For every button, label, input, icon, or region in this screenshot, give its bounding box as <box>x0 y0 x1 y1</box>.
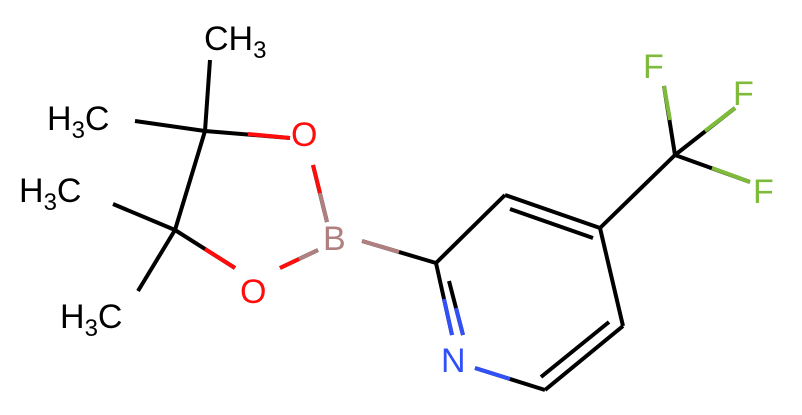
bond-tint-n-c2-a <box>442 298 454 336</box>
bond-c2-h3c-middle <box>112 202 176 232</box>
h3c-middle-label: H3C <box>19 172 81 216</box>
bond-tint-b-upper <box>318 192 329 223</box>
bond-tint-n-c6 <box>474 366 511 381</box>
fluorine-2-label: F <box>733 75 754 113</box>
bond-tint-f1 <box>662 85 672 121</box>
oxygen-lower-label: O <box>240 273 266 311</box>
ch3-top-label: CH3 <box>204 20 266 64</box>
fluorine-1-label: F <box>643 48 664 86</box>
boron-label: B <box>323 220 346 258</box>
bond-c3-c4-b <box>509 207 594 240</box>
bond-tint-o-upper <box>247 132 291 140</box>
heteroatom-bond-tints <box>203 85 751 381</box>
nitrogen-label: N <box>441 342 466 380</box>
bond-c4-c5 <box>598 227 625 327</box>
bond-tint-o-lower-b <box>279 257 300 270</box>
bond-c2-c3 <box>434 193 507 265</box>
bond-tint-f3 <box>711 166 751 184</box>
bond-tint-f2 <box>703 106 737 133</box>
bond-c1-h3c-upper <box>134 119 206 133</box>
bond-tint-o-lower <box>203 247 237 270</box>
atom-labels: CH3 H3C H3C H3C O O B N F F F <box>19 20 774 380</box>
bond-c5-c6-a <box>543 324 625 392</box>
bond-tint-n-c2-b <box>454 307 465 336</box>
bond-c1-ch3-top <box>203 59 212 132</box>
oxygen-upper-label: O <box>291 116 317 154</box>
bonds <box>112 59 751 392</box>
bond-c3-c4-a <box>504 193 601 230</box>
h3c-upper-label: H3C <box>47 100 109 144</box>
bond-c4-cf3 <box>598 153 677 230</box>
bond-tint-o-upper-b <box>311 164 322 194</box>
bond-tint-b-lower <box>298 248 319 261</box>
bond-tint-b-pyr <box>361 239 400 254</box>
bond-c1-c2 <box>173 130 207 231</box>
h3c-lower-label: H3C <box>60 298 122 342</box>
bond-c5-c6-b <box>539 320 611 379</box>
bond-c2-h3c-lower <box>136 228 177 293</box>
fluorine-3-label: F <box>753 173 774 211</box>
